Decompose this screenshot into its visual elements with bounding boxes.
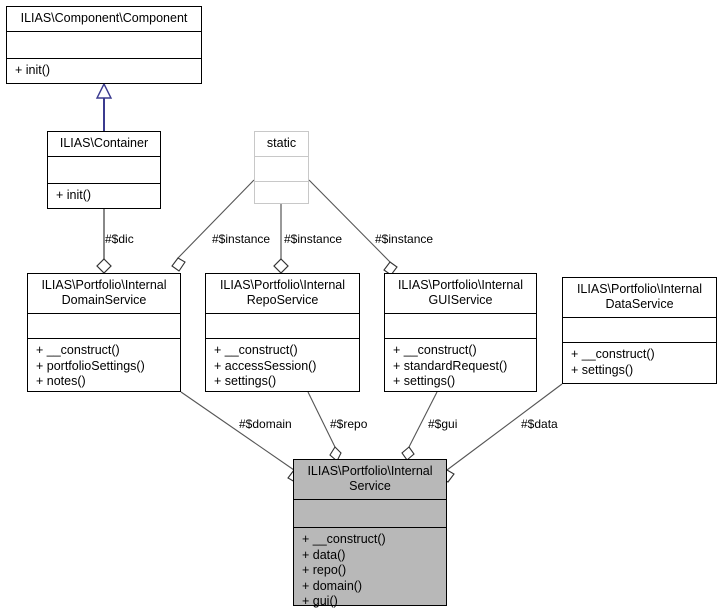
class-ops-service: + __construct() + data() + repo() + doma… [294,527,446,612]
operation-item: + repo() [302,563,347,577]
class-ops-component: + init() [7,58,201,84]
class-name-dataservice: ILIAS\Portfolio\Internal DataService [576,282,703,311]
class-name-domainservice: ILIAS\Portfolio\Internal DomainService [41,278,167,307]
edge-label-dic: #$dic [105,232,134,246]
class-attrs-container [48,156,160,183]
edge-aggregation-data [440,383,563,483]
class-name-container: ILIAS\Container [59,136,149,150]
class-box-dataservice[interactable]: ILIAS\Portfolio\Internal DataService + _… [562,277,717,384]
class-box-guiservice[interactable]: ILIAS\Portfolio\Internal GUIService + __… [384,273,537,392]
class-ops-reposervice: + __construct() + accessSession() + sett… [206,338,359,395]
class-box-container[interactable]: ILIAS\Container + init() [47,131,161,209]
class-attrs-domainservice [28,313,180,338]
edge-label-instance-repo: #$instance [284,232,343,246]
edge-aggregation-domain [180,391,302,483]
operation-item: + accessSession() [214,358,317,373]
edge-aggregation-instance-gui [308,179,398,276]
operation-item: + domain() [302,578,363,593]
class-attrs-static [255,156,308,181]
edge-label-domain: #$domain [239,417,292,431]
operation-item: + standardRequest() [393,358,508,373]
class-box-domainservice[interactable]: ILIAS\Portfolio\Internal DomainService +… [27,273,181,392]
operation-item: + init() [15,63,51,77]
class-attrs-reposervice [206,313,359,338]
class-attrs-guiservice [385,313,536,338]
class-name-static: static [266,136,297,150]
edge-label-gui: #$gui [428,417,458,431]
class-ops-static [255,181,308,206]
edge-label-instance-domain: #$instance [212,232,271,246]
operation-item: + __construct() [393,343,477,357]
class-name-reposervice: ILIAS\Portfolio\Internal RepoService [219,278,346,307]
edge-label-repo: #$repo [330,417,368,431]
class-box-component[interactable]: ILIAS\Component\Component + init() [6,6,202,84]
operation-item: + data() [302,547,346,562]
operation-item: + __construct() [214,343,298,357]
edge-aggregation-instance-domain [171,179,255,272]
operation-item: + init() [56,188,92,202]
class-ops-container: + init() [48,183,160,209]
class-ops-dataservice: + __construct() + settings() [563,342,716,383]
edge-label-data: #$data [521,417,558,431]
operation-item: + notes() [36,374,86,388]
class-box-static[interactable]: static [254,131,309,204]
class-name-component: ILIAS\Component\Component [20,11,188,25]
class-name-service: ILIAS\Portfolio\Internal Service [307,464,433,493]
operation-item: + __construct() [36,343,120,357]
class-box-reposervice[interactable]: ILIAS\Portfolio\Internal RepoService + _… [205,273,360,392]
class-ops-guiservice: + __construct() + standardRequest() + se… [385,338,536,395]
operation-item: + __construct() [302,532,386,546]
operation-item: + gui() [302,594,338,608]
edge-generalization-container-component [95,82,113,131]
edge-label-instance-gui: #$instance [375,232,434,246]
class-name-guiservice: ILIAS\Portfolio\Internal GUIService [397,278,524,307]
operation-item: + settings() [214,374,277,388]
class-attrs-dataservice [563,317,716,342]
class-attrs-service [294,499,446,527]
operation-item: + settings() [393,374,456,388]
class-ops-domainservice: + __construct() + portfolioSettings() + … [28,338,180,395]
class-box-service[interactable]: ILIAS\Portfolio\Internal Service + __con… [293,459,447,608]
operation-item: + __construct() [571,347,655,361]
operation-item: + settings() [571,362,634,377]
class-attrs-component [7,31,201,58]
operation-item: + portfolioSettings() [36,358,145,373]
